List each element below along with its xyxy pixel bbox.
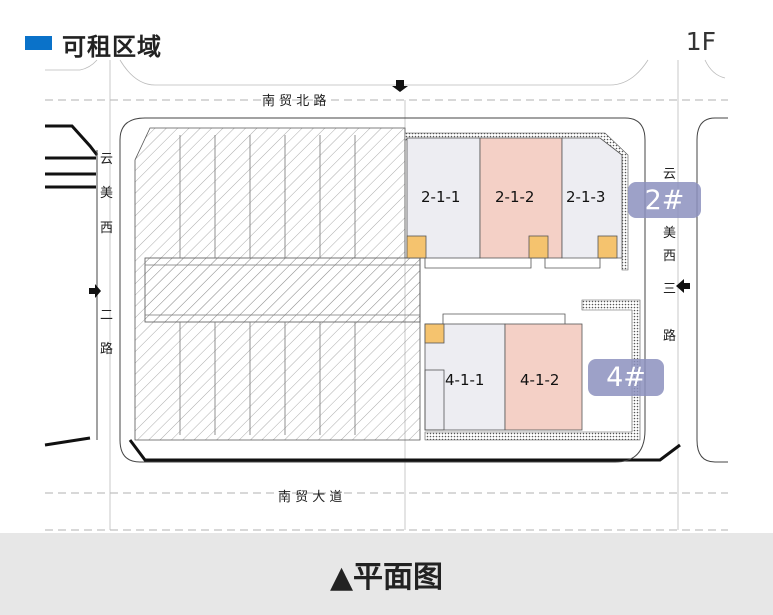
building-badge-4: 4#: [588, 359, 664, 396]
road-label-west-char: 云: [100, 152, 114, 167]
road-label-west-char: 西: [100, 221, 114, 236]
entrance-arrow-icon: [676, 279, 690, 293]
site-plan: [44, 59, 728, 531]
road-label-west-char: 美: [100, 186, 114, 201]
entrance-arrows: [89, 80, 690, 298]
unit-4-1-2-shape: [504, 323, 583, 431]
floor-label: 1F: [685, 27, 716, 56]
floor-plan-caption: ▲平面图: [0, 533, 773, 615]
entrance-arrow-icon: [89, 284, 101, 298]
road-centerlines: [45, 99, 728, 531]
unit-2-1-1[interactable]: 2-1-1: [421, 188, 461, 206]
unit-4-1-2[interactable]: 4-1-2: [520, 371, 560, 389]
unit-2-1-3-shape: [561, 137, 623, 259]
road-label-east-char: 路: [663, 329, 677, 344]
road-label-west-char: 二: [100, 308, 114, 323]
road-label-north: 南 贸 北 路: [262, 94, 327, 109]
unit-2-1-2[interactable]: 2-1-2: [495, 188, 535, 206]
core-icon: [424, 323, 445, 344]
road-label-south: 南 贸 大 道: [278, 490, 343, 505]
page-title: 可租区域: [62, 33, 162, 61]
road-label-east-char: 美: [663, 226, 677, 241]
road-label-east-char: 三: [663, 282, 677, 297]
unit-4-1-1[interactable]: 4-1-1: [445, 371, 485, 389]
rental-units: [406, 137, 623, 431]
unit-2-1-3[interactable]: 2-1-3: [566, 188, 606, 206]
road-label-east-char: 云: [663, 167, 677, 182]
west-curbs: [44, 124, 681, 462]
road-label-west-char: 路: [100, 342, 114, 357]
core-icon: [597, 235, 618, 259]
core-icon: [406, 235, 427, 259]
entrance-arrow-icon: [392, 80, 408, 92]
building-badge-2: 2#: [628, 182, 701, 218]
warehouse-building: [134, 127, 421, 441]
core-icon: [528, 235, 549, 259]
section-marker: [25, 36, 52, 50]
road-label-east-char: 西: [663, 249, 677, 264]
